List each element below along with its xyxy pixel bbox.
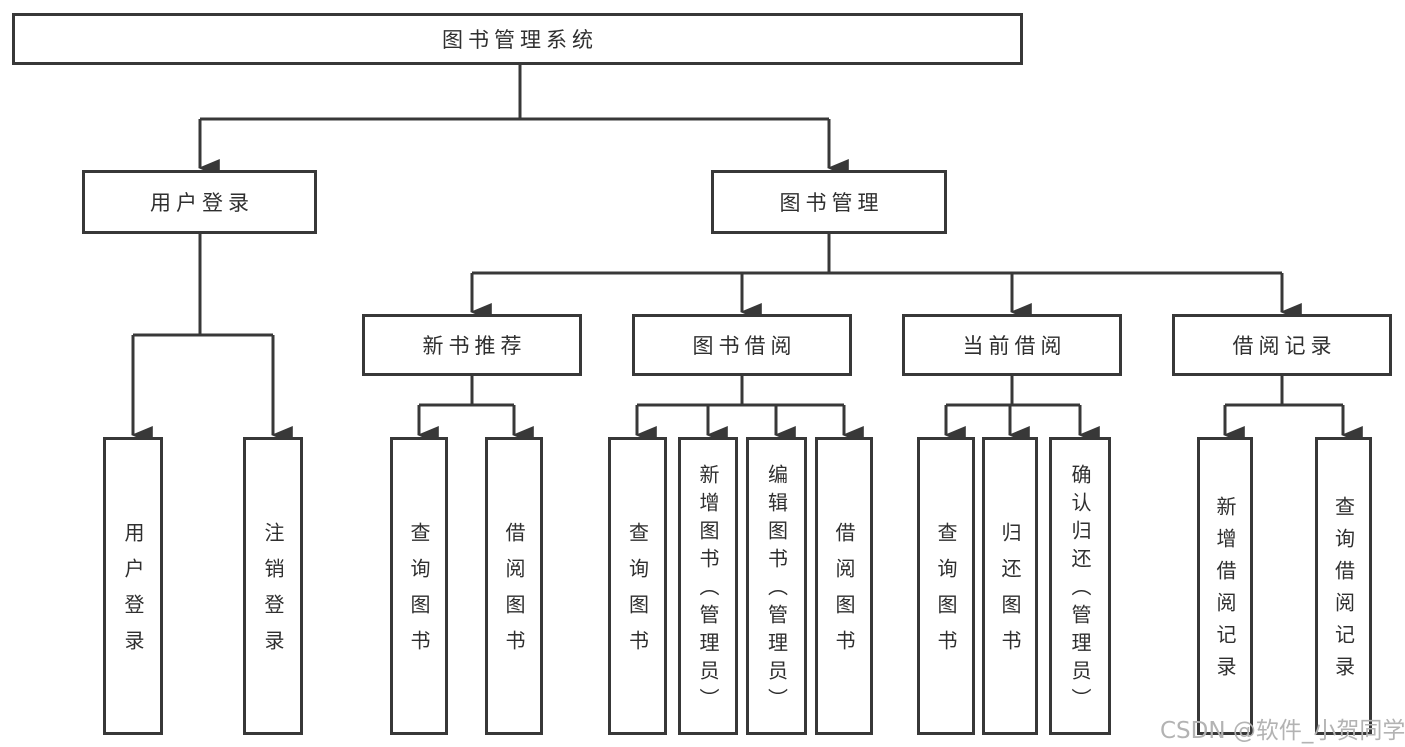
node-book-management: 图书管理 [711,170,947,234]
leaf-query-borrow-record: 查询借阅记录 [1315,437,1372,735]
leaf-label: 新增图书（管理员） [696,464,720,716]
leaf-add-book-admin: 新增图书（管理员） [678,437,738,735]
node-user-login: 用户登录 [82,170,317,234]
leaf-label: 新增借阅记录 [1213,496,1237,688]
node-label: 用户登录 [150,191,254,215]
node-label: 借阅记录 [1232,334,1337,358]
leaf-return-book: 归还图书 [982,437,1038,735]
leaf-label: 查询借阅记录 [1331,496,1356,688]
leaf-confirm-return-admin: 确认归还（管理员） [1049,437,1111,735]
node-system-root: 图书管理系统 [12,13,1023,65]
connector-user-login [133,234,273,337]
leaf-add-borrow-record: 新增借阅记录 [1197,437,1253,735]
leaf-label: 借阅图书 [832,522,856,666]
leaf-label: 用户登录 [121,522,145,666]
leaf-edit-book-admin: 编辑图书（管理员） [746,437,807,735]
node-label: 图书管理 [779,191,884,215]
leaf-label: 查询图书 [625,522,650,666]
connector-root-stem [200,65,829,121]
leaf-user-login: 用户登录 [103,437,163,735]
leaf-query-book-2: 查询图书 [608,437,667,735]
node-borrow-record: 借阅记录 [1172,314,1392,376]
leaf-query-book-3: 查询图书 [917,437,975,735]
leaf-label: 注销登录 [261,522,285,666]
leaf-label: 查询图书 [407,522,431,666]
leaf-borrow-book-1: 借阅图书 [485,437,543,735]
node-label: 图书借阅 [692,334,797,358]
leaf-label: 编辑图书（管理员） [764,464,789,716]
leaf-label: 借阅图书 [502,522,526,666]
node-label: 新书推荐 [422,334,527,358]
leaf-label: 确认归还（管理员） [1068,464,1092,716]
node-label: 图书管理系统 [442,28,598,52]
node-current-borrow: 当前借阅 [902,314,1122,376]
leaf-borrow-book-2: 借阅图书 [815,437,873,735]
leaf-label: 查询图书 [934,522,958,666]
node-label: 当前借阅 [962,334,1067,358]
leaf-query-book-1: 查询图书 [390,437,448,735]
connector-book-borrow [637,376,844,407]
node-book-borrow: 图书借阅 [632,314,852,376]
leaf-logout: 注销登录 [243,437,303,735]
csdn-watermark: CSDN @软件_小贺同学 [1160,718,1405,744]
leaf-label: 归还图书 [998,522,1022,666]
connector-book-mgmt [472,234,1282,275]
node-new-book-recommend: 新书推荐 [362,314,582,376]
connector-current-borrow [946,376,1080,407]
connector-new-book [419,376,514,407]
connector-borrow-record [1225,376,1343,407]
